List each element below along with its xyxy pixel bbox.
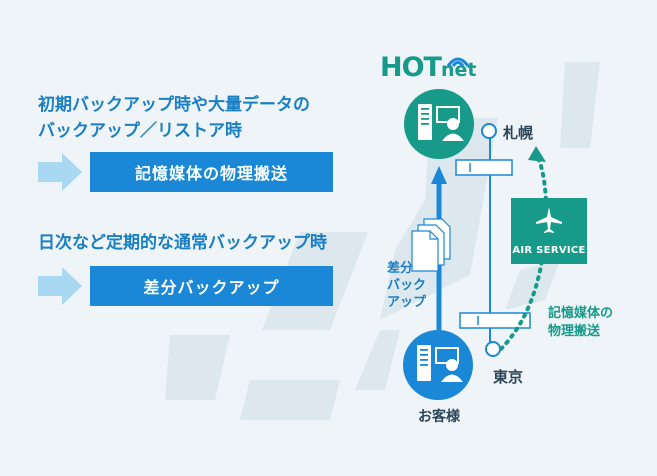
- transport-label: 記憶媒体の 物理搬送: [548, 305, 613, 341]
- user-icon: [435, 347, 463, 382]
- junction-box-icon: [455, 159, 513, 176]
- diff-line3: アップ: [387, 295, 427, 310]
- heading-daily-text: 日次など定期的な通常バックアップ時: [38, 233, 327, 253]
- diff-backup-box: 差分バックアップ: [90, 266, 333, 306]
- hotnet-logo: HOTnet: [380, 52, 476, 83]
- arrow-right-icon: [38, 267, 82, 305]
- physical-transport-box: 記憶媒体の物理搬送: [90, 152, 333, 192]
- diff-backup-vertical-label: 差分 バック アップ: [387, 260, 426, 311]
- logo-hot-text: HOT: [380, 52, 442, 83]
- customer-site-icon: [403, 330, 473, 400]
- sapporo-datacenter-icon: [404, 89, 474, 159]
- sapporo-label: 札幌: [503, 124, 534, 142]
- diff-line2: バック: [387, 278, 427, 293]
- tokyo-label: 東京: [493, 368, 524, 386]
- transport-line1: 記憶媒体の: [548, 306, 614, 321]
- air-service-label: AIR SERVICE: [512, 245, 586, 256]
- transport-line2: 物理搬送: [548, 324, 601, 339]
- air-service-box: AIR SERVICE: [511, 198, 587, 264]
- diff-backup-label: 差分バックアップ: [143, 278, 280, 297]
- heading-daily-backup: 日次など定期的な通常バックアップ時: [38, 230, 327, 256]
- server-icon: [418, 104, 432, 140]
- customer-label: お客様: [418, 409, 460, 425]
- heading-bulk-line2: バックアップ／リストア時: [38, 121, 242, 141]
- junction-box-icon: [459, 312, 531, 329]
- tokyo-node-icon: [485, 341, 501, 357]
- heading-bulk-line1: 初期バックアップ時や大量データの: [38, 95, 310, 115]
- document-icon: [411, 218, 451, 272]
- sapporo-node-icon: [481, 123, 497, 139]
- airplane-icon: [536, 207, 562, 233]
- server-icon: [417, 345, 431, 381]
- wifi-arc-icon: [446, 57, 470, 67]
- physical-transport-label: 記憶媒体の物理搬送: [134, 164, 288, 183]
- arrow-right-icon: [38, 153, 82, 191]
- user-icon: [436, 106, 464, 141]
- diff-line1: 差分: [387, 261, 414, 276]
- heading-bulk-backup: 初期バックアップ時や大量データの バックアップ／リストア時: [38, 92, 310, 144]
